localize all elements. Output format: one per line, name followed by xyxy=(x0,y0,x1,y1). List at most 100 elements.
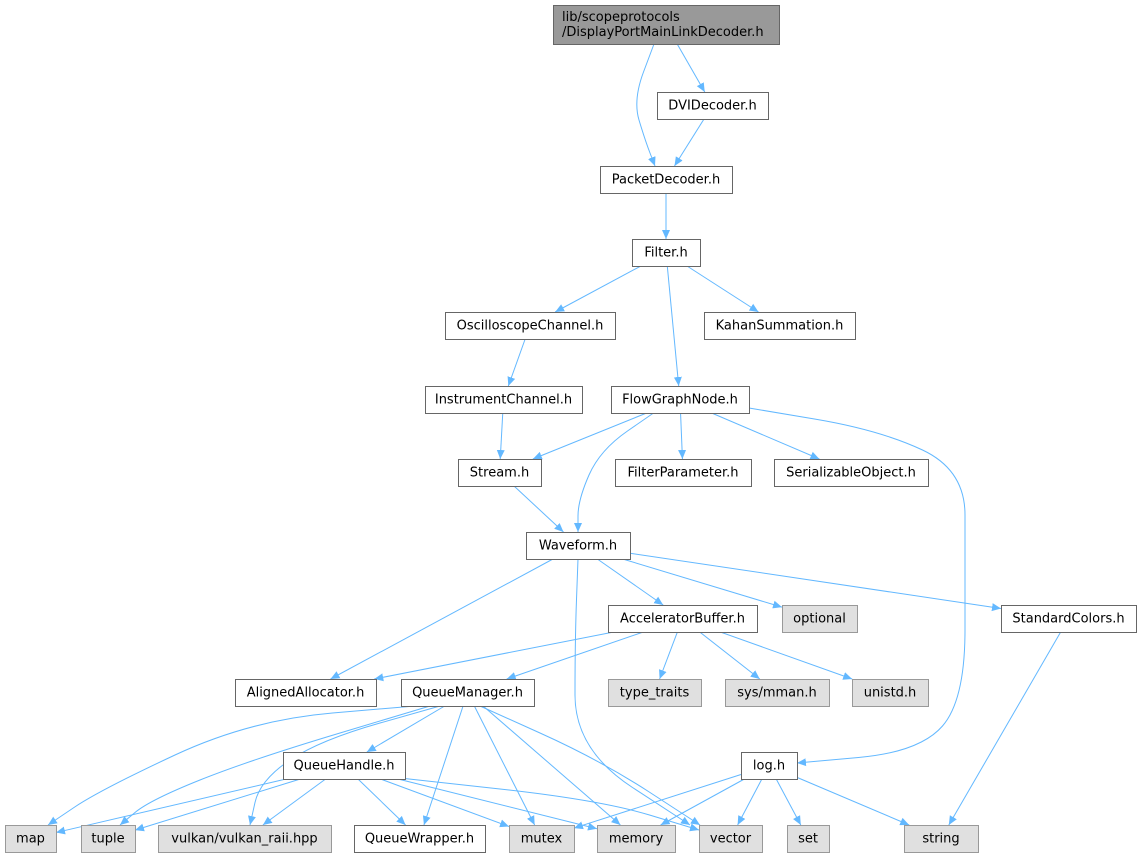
edge-flowgraphnode-to-log xyxy=(748,407,966,767)
node-acceleratorbuffer[interactable]: AcceleratorBuffer.h xyxy=(608,605,758,633)
node-label-instrumentchannel: InstrumentChannel.h xyxy=(435,393,572,408)
node-box-packetdecoder xyxy=(600,166,733,194)
node-label-kahansummation: KahanSummation.h xyxy=(716,319,844,334)
node-label-string: string xyxy=(922,832,959,847)
edge-queuehandle-to-map xyxy=(55,778,287,835)
node-flowgraphnode[interactable]: FlowGraphNode.h xyxy=(611,386,750,414)
edge-queuehandle-to-queuewrapper xyxy=(357,778,406,826)
edge-stream-to-waveform xyxy=(513,485,564,533)
node-label-queuehandle: QueueHandle.h xyxy=(294,759,395,774)
node-unistd: unistd.h xyxy=(852,679,929,707)
node-box-flowgraphnode xyxy=(611,386,750,414)
node-label-unistd: unistd.h xyxy=(864,686,917,701)
node-box-vulkanraii xyxy=(158,825,332,853)
node-packetdecoder[interactable]: PacketDecoder.h xyxy=(600,166,733,194)
node-queuemanager[interactable]: QueueManager.h xyxy=(401,679,535,707)
edge-waveform-to-acceleratorbuffer xyxy=(597,558,664,606)
node-string: string xyxy=(904,825,979,853)
node-box-alignedallocator xyxy=(235,679,377,707)
edge-queuemanager-to-tuple xyxy=(119,705,431,826)
node-log[interactable]: log.h xyxy=(741,752,798,780)
node-box-memory xyxy=(597,825,676,853)
node-stream[interactable]: Stream.h xyxy=(458,459,542,487)
edge-acceleratorbuffer-to-alignedallocator xyxy=(374,631,614,682)
node-kahansummation[interactable]: KahanSummation.h xyxy=(704,312,856,340)
edge-queuehandle-to-vector xyxy=(399,777,700,832)
node-label-vector: vector xyxy=(710,832,752,847)
edge-filter-to-flowgraphnode xyxy=(666,265,682,387)
edge-log-to-mutex xyxy=(573,774,742,830)
node-label-root-line1: /DisplayPortMainLinkDecoder.h xyxy=(562,25,764,40)
edge-log-to-vector xyxy=(737,778,763,826)
node-map: map xyxy=(5,825,57,853)
edge-oscilloscopechannel-to-instrumentchannel xyxy=(507,338,526,387)
node-box-kahansummation xyxy=(704,312,856,340)
node-label-log: log.h xyxy=(753,759,785,774)
node-instrumentchannel[interactable]: InstrumentChannel.h xyxy=(425,386,583,414)
node-label-sysmman: sys/mman.h xyxy=(737,686,817,701)
node-box-dvidecoder xyxy=(657,92,769,120)
node-dvidecoder[interactable]: DVIDecoder.h xyxy=(657,92,769,120)
node-box-tuple xyxy=(81,825,136,853)
node-box-string xyxy=(904,825,979,853)
node-label-root-line0: lib/scopeprotocols xyxy=(562,10,680,25)
node-label-tuple: tuple xyxy=(91,832,124,847)
edge-standardcolors-to-string xyxy=(948,631,1062,826)
edge-acceleratorbuffer-to-sysmman xyxy=(699,631,761,680)
edge-flowgraphnode-to-stream xyxy=(532,412,647,460)
node-box-queuehandle xyxy=(283,752,406,780)
node-vector: vector xyxy=(699,825,763,853)
node-filter[interactable]: Filter.h xyxy=(632,239,701,267)
node-label-map: map xyxy=(16,832,45,847)
node-box-standardcolors xyxy=(1001,605,1137,633)
node-label-filter: Filter.h xyxy=(644,246,687,261)
edge-waveform-to-alignedallocator xyxy=(330,558,554,680)
node-label-dvidecoder: DVIDecoder.h xyxy=(668,99,756,114)
edge-dvidecoder-to-packetdecoder xyxy=(674,118,705,167)
edge-queuehandle-to-mutex xyxy=(380,778,510,828)
node-queuewrapper[interactable]: QueueWrapper.h xyxy=(354,825,486,853)
node-layer: lib/scopeprotocols/DisplayPortMainLinkDe… xyxy=(5,5,1137,853)
node-box-filter xyxy=(632,239,701,267)
node-waveform[interactable]: Waveform.h xyxy=(526,532,631,560)
node-vulkanraii: vulkan/vulkan_raii.hpp xyxy=(158,825,332,853)
edge-queuemanager-to-queuewrapper xyxy=(422,705,464,826)
edge-filter-to-oscilloscopechannel xyxy=(554,265,642,313)
node-label-set: set xyxy=(798,832,818,847)
node-label-filterparameter: FilterParameter.h xyxy=(627,466,738,481)
node-box-instrumentchannel xyxy=(425,386,583,414)
node-type_traits: type_traits xyxy=(608,679,702,707)
edge-root-to-dvidecoder xyxy=(676,43,706,93)
edge-queuemanager-to-queuehandle xyxy=(366,705,445,753)
edge-waveform-to-optional xyxy=(622,558,783,609)
node-serializableobject[interactable]: SerializableObject.h xyxy=(774,459,929,487)
node-root: lib/scopeprotocols/DisplayPortMainLinkDe… xyxy=(553,5,780,45)
node-box-map xyxy=(5,825,57,853)
node-label-flowgraphnode: FlowGraphNode.h xyxy=(622,393,738,408)
node-label-type_traits: type_traits xyxy=(620,686,690,701)
edge-waveform-to-standardcolors xyxy=(629,552,1002,612)
node-label-waveform: Waveform.h xyxy=(539,539,617,554)
node-queuehandle[interactable]: QueueHandle.h xyxy=(283,752,406,780)
node-label-packetdecoder: PacketDecoder.h xyxy=(612,173,720,188)
node-label-standardcolors: StandardColors.h xyxy=(1012,612,1124,627)
node-box-set xyxy=(787,825,830,853)
node-label-oscilloscopechannel: OscilloscopeChannel.h xyxy=(457,319,604,334)
edge-log-to-memory xyxy=(660,778,745,826)
node-box-acceleratorbuffer xyxy=(608,605,758,633)
edge-acceleratorbuffer-to-unistd xyxy=(720,631,853,680)
node-box-stream xyxy=(458,459,542,487)
edge-filter-to-kahansummation xyxy=(686,265,759,313)
edge-log-to-set xyxy=(775,778,802,826)
node-label-vulkanraii: vulkan/vulkan_raii.hpp xyxy=(171,832,317,847)
node-standardcolors[interactable]: StandardColors.h xyxy=(1001,605,1137,633)
node-box-log xyxy=(741,752,798,780)
node-box-filterparameter xyxy=(615,459,752,487)
edge-layer xyxy=(47,43,1062,835)
node-label-queuemanager: QueueManager.h xyxy=(412,686,523,701)
node-alignedallocator[interactable]: AlignedAllocator.h xyxy=(235,679,377,707)
node-box-sysmman xyxy=(725,679,830,707)
node-oscilloscopechannel[interactable]: OscilloscopeChannel.h xyxy=(445,312,616,340)
node-filterparameter[interactable]: FilterParameter.h xyxy=(615,459,752,487)
node-label-optional: optional xyxy=(793,612,846,627)
